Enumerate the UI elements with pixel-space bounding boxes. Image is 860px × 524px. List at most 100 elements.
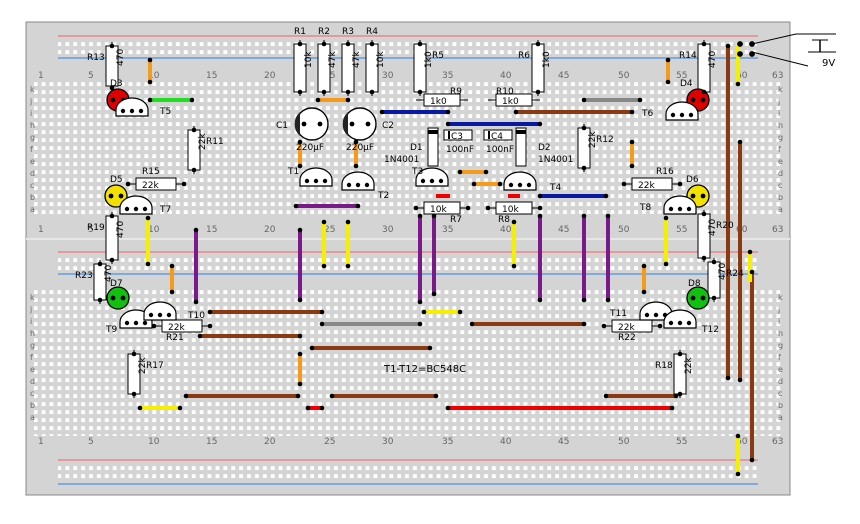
- row-letter: j: [29, 97, 32, 106]
- c4-value: 100nF: [486, 145, 514, 155]
- resistor-value: 22k: [588, 131, 598, 148]
- transistor-t11: T11: [609, 301, 673, 321]
- contact-dot: [97, 297, 103, 303]
- contact-dot: [663, 261, 669, 267]
- contact-dot: [321, 219, 327, 225]
- column-number: 63: [772, 225, 783, 235]
- column-number: 20: [264, 437, 276, 447]
- transistor-ref: T9: [105, 325, 117, 335]
- contact-dot: [183, 393, 189, 399]
- transistor-t4: T4: [503, 171, 561, 193]
- resistor-value: 10k: [304, 51, 314, 68]
- resistor-ref: R24: [726, 269, 744, 279]
- contact-dot: [297, 89, 303, 95]
- contact-dot: [417, 89, 423, 95]
- contact-dot: [445, 109, 451, 115]
- contact-dot: [677, 181, 683, 187]
- row-letter: k: [30, 293, 35, 302]
- contact-dot: [445, 405, 451, 411]
- r10-ref: R10: [496, 87, 514, 97]
- row-letter: b: [30, 193, 35, 202]
- row-letter: d: [778, 377, 783, 386]
- transistor-ref: T12: [701, 325, 719, 335]
- contact-dot: [345, 89, 351, 95]
- row-letter: e: [30, 157, 35, 166]
- diode-d2: D2 1N4001: [515, 127, 573, 167]
- column-number: 15: [206, 437, 217, 447]
- contact-dot: [663, 215, 669, 221]
- contact-dot: [431, 291, 437, 297]
- contact-dot: [297, 139, 303, 145]
- column-number: 10: [148, 225, 160, 235]
- column-number: 25: [324, 437, 335, 447]
- resistor-value: 1k0: [542, 51, 552, 68]
- contact-dot: [657, 323, 663, 329]
- contact-dot: [629, 139, 635, 145]
- column-number: 60: [736, 437, 748, 447]
- column-number: 35: [442, 225, 453, 235]
- contact-dot: [151, 323, 157, 329]
- resistor-value: 22k: [684, 357, 694, 374]
- transistor-t3: T3: [411, 167, 449, 187]
- row-letter: a: [30, 205, 35, 214]
- contact-dot: [701, 89, 707, 95]
- component-labels: R9 R10 R15 R16 R7 R8 R21 R22: [142, 87, 674, 343]
- resistor-r7-body: 10k: [416, 201, 468, 215]
- contact-dot: [191, 167, 197, 173]
- contact-dot: [109, 213, 115, 219]
- contact-dot: [725, 375, 731, 381]
- contact-dot: [109, 85, 115, 91]
- resistor-ref: R6: [518, 51, 530, 61]
- transistor-t2: T2: [341, 171, 389, 201]
- row-letter: j: [777, 305, 780, 314]
- resistor-value: 1k0: [430, 97, 447, 107]
- contact-dot: [535, 89, 541, 95]
- resistor-value: 470: [708, 219, 718, 236]
- led-ref: D3: [110, 79, 123, 89]
- resistor-ref: R5: [432, 51, 444, 61]
- top-power-rail: [58, 38, 758, 54]
- contact-dot: [109, 43, 115, 49]
- transistor-t12: T12: [663, 309, 719, 335]
- contact-dot: [735, 81, 741, 87]
- column-number: 15: [206, 225, 217, 235]
- contact-dot: [319, 405, 325, 411]
- row-letter: g: [30, 133, 35, 142]
- r16-ref: R16: [656, 167, 674, 177]
- column-number: 1: [38, 225, 44, 235]
- column-number: 5: [88, 71, 94, 81]
- contact-dot: [665, 79, 671, 85]
- column-number: 10: [148, 437, 160, 447]
- led-d7: D7: [106, 279, 130, 310]
- row-letter: c: [30, 389, 34, 398]
- row-letter: h: [778, 121, 783, 130]
- resistor-ref: R12: [596, 135, 614, 145]
- column-number: 30: [382, 225, 394, 235]
- resistor-r8-body: 10k: [488, 201, 540, 215]
- contact-dot: [369, 89, 375, 95]
- wires: [140, 46, 754, 474]
- resistor-r9-body: 1k0: [416, 93, 468, 107]
- c1-value: 220µF: [296, 143, 324, 153]
- contact-dot: [725, 43, 731, 49]
- resistor-r22-body: 22k: [604, 319, 660, 333]
- contact-dot: [297, 333, 303, 339]
- column-number: 50: [618, 437, 630, 447]
- row-letter: d: [30, 169, 35, 178]
- resistor-ref: R20: [716, 221, 734, 231]
- led-d8: D8: [686, 279, 710, 310]
- resistor-value: 1k0: [424, 51, 434, 68]
- resistor-value: 470: [708, 51, 718, 68]
- contact-dot: [537, 121, 543, 127]
- transistor-ref: T1: [287, 167, 299, 177]
- contact-dot: [131, 351, 137, 357]
- resistor-r21-body: 22k: [154, 319, 210, 333]
- row-letter: c: [778, 181, 782, 190]
- resistor-ref: R1: [294, 27, 306, 37]
- capacitor-c1: C1 220µF: [276, 107, 329, 153]
- contact-dot: [735, 471, 741, 477]
